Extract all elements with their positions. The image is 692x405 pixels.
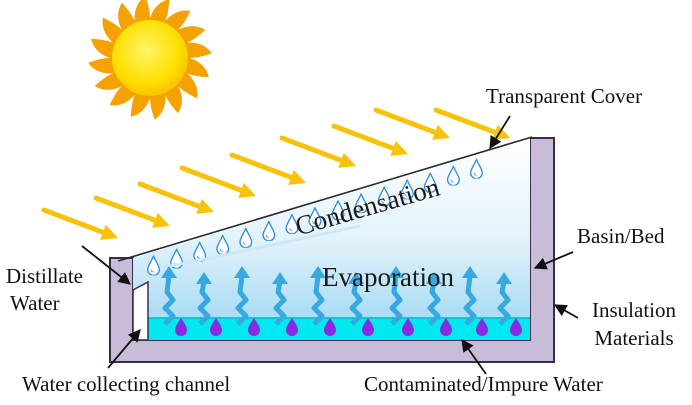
vapor-arrow-icon — [463, 275, 477, 326]
sunbeam-arrowhead — [152, 212, 170, 228]
sunbeam-arrow-icon — [229, 152, 294, 180]
label-pointers — [81, 115, 579, 375]
vapor-arrowhead — [196, 272, 212, 284]
label-water-collecting-channel: Water collecting channel — [22, 372, 231, 396]
contaminated-water-pool — [148, 318, 530, 340]
impure-droplet-icon — [210, 318, 222, 336]
sunbeam-arrowhead — [432, 124, 450, 140]
vapor-arrowhead — [272, 272, 288, 284]
vapor-arrow-icon — [311, 275, 325, 326]
label-distillate-water-line2: Water — [10, 291, 60, 315]
impure-droplet-icon — [440, 318, 452, 336]
sunbeam-arrow-icon — [93, 195, 158, 223]
impure-droplet-icon — [175, 318, 187, 336]
sunbeam-arrowhead — [390, 140, 408, 156]
impure-droplet-icon — [248, 318, 260, 336]
impure-droplet-icon — [286, 318, 298, 336]
sunbeam-arrowhead — [196, 198, 214, 214]
vapor-arrow-icon — [273, 281, 287, 326]
vapor-arrowhead — [161, 266, 177, 278]
sunbeam-arrow-icon — [331, 123, 396, 151]
sunbeam-arrowhead — [288, 169, 306, 185]
sun-icon — [88, 0, 212, 120]
label-insulation-line1: Insulation — [592, 298, 676, 322]
sunbeam-arrowhead — [338, 152, 356, 168]
vapor-arrow-icon — [389, 275, 403, 326]
sunbeam-arrow-icon — [41, 207, 106, 235]
sunbeam-arrowhead — [238, 182, 256, 198]
sunbeam-arrows — [41, 107, 510, 240]
vapor-arrowhead — [496, 272, 512, 284]
label-evaporation: Evaporation — [322, 262, 454, 292]
sunbeam-arrow-icon — [373, 107, 438, 135]
sunbeam-arrowhead — [100, 224, 118, 240]
vapor-arrowhead — [426, 272, 442, 284]
label-insulation-line2: Materials — [594, 326, 674, 350]
label-contaminated-water: Contaminated/Impure Water — [364, 372, 603, 396]
impure-droplet-icon — [324, 318, 336, 336]
sun-core — [112, 20, 188, 96]
sunbeam-arrow-icon — [137, 181, 202, 209]
label-distillate-water-line1: Distillate — [6, 264, 83, 288]
water-collecting-channel — [132, 280, 149, 341]
evaporation-arrows — [161, 266, 522, 336]
vapor-arrowhead — [310, 266, 326, 278]
vapor-swoosh — [159, 224, 361, 270]
vapor-arrowhead — [462, 266, 478, 278]
sunbeam-arrow-icon — [279, 135, 344, 163]
impure-droplet-icon — [476, 318, 488, 336]
vapor-arrow-icon — [197, 281, 211, 326]
vapor-arrow-icon — [162, 275, 176, 326]
sunbeam-arrow-icon — [433, 107, 498, 135]
impure-droplet-icon — [510, 318, 522, 336]
vapor-arrowhead — [348, 272, 364, 284]
vapor-arrowhead — [388, 266, 404, 278]
impure-droplet-icon — [402, 318, 414, 336]
vapor-arrow-icon — [349, 281, 363, 326]
vapor-arrow-icon — [497, 281, 511, 326]
label-basin-bed: Basin/Bed — [577, 224, 665, 248]
label-transparent-cover: Transparent Cover — [486, 84, 643, 108]
impure-droplet-icon — [362, 318, 374, 336]
sunbeam-arrow-icon — [179, 165, 244, 193]
vapor-arrow-icon — [427, 281, 441, 326]
transparent-cover — [117, 136, 533, 262]
vapor-arrowhead — [234, 266, 250, 278]
vapor-arrow-icon — [235, 275, 249, 326]
